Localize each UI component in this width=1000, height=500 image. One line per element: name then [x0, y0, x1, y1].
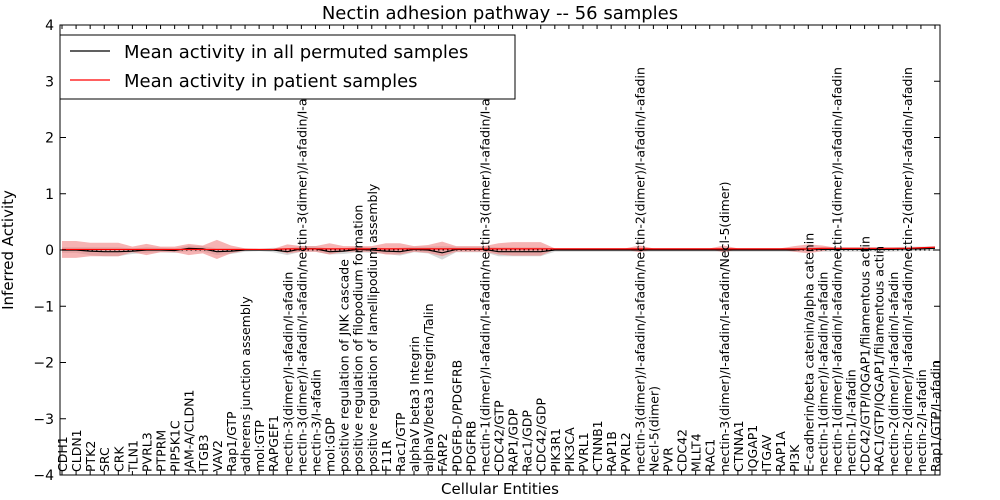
- x-tick-label: CDC42/GDP: [534, 397, 549, 472]
- x-tick-label: ITGB3: [196, 434, 211, 472]
- y-tick-label: −3: [33, 412, 54, 428]
- x-tick-label: PIK3CA: [562, 427, 577, 472]
- y-tick-label: 0: [45, 243, 54, 259]
- x-tick-label: Necl-5(dimer): [646, 386, 661, 472]
- x-tick-label: PVRL2: [618, 432, 633, 472]
- x-tick-label: Rap1/GTP/I-afadin: [928, 360, 943, 472]
- x-tick-label: PIK3R1: [548, 428, 563, 472]
- x-tick-label: RAPGEF1: [266, 415, 281, 472]
- x-tick-label: nectin-1/I-afadin: [844, 369, 859, 472]
- x-tick-label: MLLT4: [689, 433, 704, 472]
- x-tick-label: PDGFRB: [463, 421, 478, 472]
- legend-box: [59, 34, 516, 100]
- x-tick-label: mol:GDP: [323, 417, 338, 472]
- x-tick-label: FARP2: [435, 433, 450, 472]
- x-tick-label: Rac1/GTP: [393, 412, 408, 472]
- lines: [60, 246, 940, 254]
- x-tick-label: Rac1/GDP: [520, 410, 535, 472]
- legend: Mean activity in all permuted samples Me…: [59, 34, 516, 100]
- x-tick-label: F11R: [379, 440, 394, 472]
- x-tick-label: positive regulation of filopodium format…: [351, 205, 366, 472]
- x-tick-label: PVRL3: [139, 432, 154, 472]
- x-tick-label: nectin-3(dimer)/I-afadin/I-afadin/nectin…: [294, 67, 309, 472]
- x-tick-label: PVR: [660, 447, 675, 472]
- x-tick-label: nectin-3(dimer)/I-afadin/I-afadin/Necl-5…: [717, 181, 732, 472]
- series-line-patient: [62, 246, 936, 251]
- x-tick-label: positive regulation of lamellipodium ass…: [365, 183, 380, 472]
- y-tick-label: −4: [33, 468, 54, 484]
- x-tick-label: CTNNA1: [731, 420, 746, 472]
- x-tick-label: E-cadherin/beta catenin/alpha catenin: [801, 233, 816, 472]
- x-tick-label: positive regulation of JNK cascade: [337, 259, 352, 472]
- x-tick-label: PDGFB-D/PDGFRB: [449, 360, 464, 472]
- y-tick-label: 3: [45, 74, 54, 90]
- legend-label-patient: Mean activity in patient samples: [124, 71, 418, 92]
- x-tick-label: mol:GTP: [252, 420, 267, 472]
- x-tick-label: RAP1/GDP: [506, 408, 521, 472]
- x-tick-label: alphaV beta3 Integrin: [407, 336, 422, 472]
- x-tick-label: RAP1A: [773, 431, 788, 472]
- x-tick-label: JAM-A/CLDN1: [182, 390, 197, 473]
- x-tick-label: PI3K: [787, 444, 802, 472]
- x-tick-label: nectin-2/I-afadin: [914, 369, 929, 472]
- y-axis-label: Inferred Activity: [0, 190, 17, 310]
- x-tick-label: nectin-2(dimer)/I-afadin/I-afadin: [886, 272, 901, 472]
- x-tick-label: CTNNB1: [590, 420, 605, 472]
- x-tick-label: adherens junction assembly: [238, 296, 253, 472]
- y-tick-label: −2: [33, 356, 54, 372]
- legend-label-permuted: Mean activity in all permuted samples: [124, 42, 468, 63]
- x-tick-label: PVRL1: [576, 432, 591, 472]
- ticks: −4 −3 −2 −1 0 1 2 3 4: [33, 18, 940, 484]
- x-tick-label: CDC42/GTP/IQGAP1/filamentous actin: [858, 236, 873, 472]
- plot-frame: [59, 24, 941, 476]
- x-tick-label: nectin-1(dimer)/I-afadin/I-afadin/nectin…: [829, 67, 844, 472]
- x-tick-label: SRC: [97, 447, 112, 472]
- y-tick-label: 2: [45, 131, 54, 147]
- x-tick-label: nectin-1(dimer)/I-afadin/I-afadin/nectin…: [477, 67, 492, 472]
- x-tick-label: Rap1/GTP: [224, 411, 239, 472]
- x-tick-label: CRK: [111, 446, 126, 472]
- y-tick-label: 4: [45, 18, 54, 34]
- x-tick-label: RAP1B: [604, 431, 619, 472]
- x-tick-label: PTK2: [83, 441, 98, 472]
- x-tick-label: RAC1: [703, 439, 718, 472]
- x-tick-label: IQGAP1: [745, 425, 760, 472]
- x-tick-label: TLN1: [125, 440, 140, 473]
- x-tick-label: nectin-3(dimer)/I-afadin/I-afadin/nectin…: [632, 67, 647, 472]
- x-axis-label: Cellular Entities: [441, 480, 559, 498]
- x-tick-label: nectin-3/I-afadin: [308, 369, 323, 472]
- chart-title: Nectin adhesion pathway -- 56 samples: [322, 3, 678, 24]
- y-tick-label: −1: [33, 299, 54, 315]
- x-tick-label: PIP5K1C: [168, 420, 183, 472]
- x-tick-label: nectin-3(dimer)/I-afadin/I-afadin: [280, 272, 295, 472]
- x-tick-label: CDH1: [55, 436, 70, 472]
- x-tick-label: nectin-2(dimer)/I-afadin/I-afadin/nectin…: [900, 67, 915, 472]
- x-tick-label: alphaV/beta3 Integrin/Talin: [421, 304, 436, 473]
- x-tick-label: CDC42/GTP: [492, 400, 507, 472]
- x-tick-label: nectin-1(dimer)/I-afadin/I-afadin: [815, 272, 830, 472]
- x-tick-label: CDC42: [675, 429, 690, 472]
- x-tick-label: RAC1/GTP/IQGAP1/filamentous actin: [872, 246, 887, 472]
- x-tick-label: CLDN1: [69, 429, 84, 472]
- y-tick-label: 1: [45, 187, 54, 203]
- x-tick-label: ITGAV: [759, 434, 774, 472]
- x-tick-label: PTPRM: [154, 430, 169, 472]
- x-tick-label: VAV2: [210, 440, 225, 472]
